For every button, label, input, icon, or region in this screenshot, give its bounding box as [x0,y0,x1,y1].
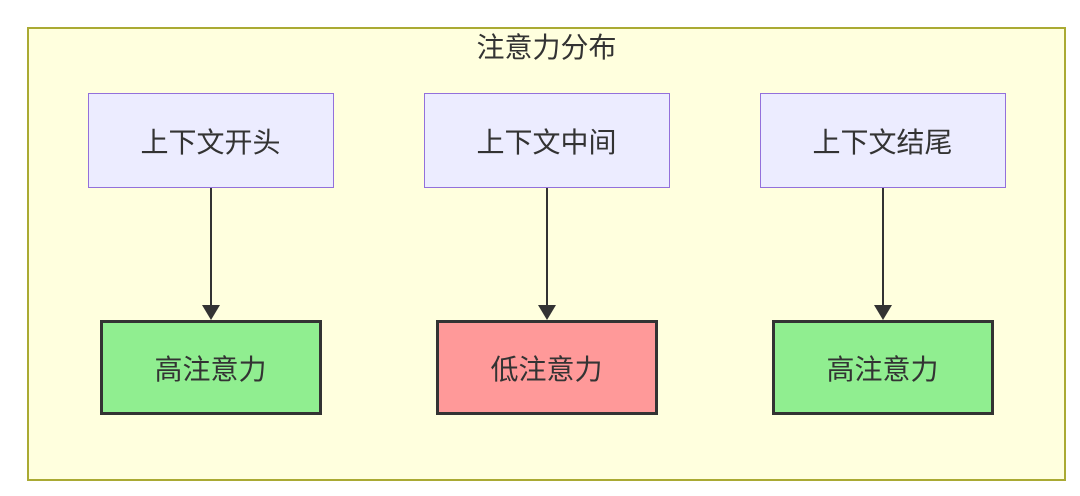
diagram-title: 注意力分布 [476,32,617,63]
node-context-end: 上下文结尾 [759,93,1006,188]
flow-column-middle: 上下文中间 低注意力 [423,93,670,415]
flow-column-end: 上下文结尾 高注意力 [759,93,1006,415]
arrowhead-icon [537,305,556,320]
arrowhead-icon [201,305,220,320]
node-high-attention-left: 高注意力 [99,320,322,415]
node-high-attention-right: 高注意力 [771,320,994,415]
down-arrow [873,188,892,320]
down-arrow [537,188,556,320]
arrow-line [209,188,212,307]
attention-diagram-container: 注意力分布 上下文开头 高注意力 上下文中间 低注意力 上下文结尾 [27,27,1066,481]
diagram-columns: 上下文开头 高注意力 上下文中间 低注意力 上下文结尾 [29,93,1064,415]
arrow-line [545,188,548,307]
node-context-beginning: 上下文开头 [87,93,334,188]
node-low-attention-middle: 低注意力 [435,320,658,415]
down-arrow [201,188,220,320]
arrow-line [881,188,884,307]
flow-column-beginning: 上下文开头 高注意力 [87,93,334,415]
arrowhead-icon [873,305,892,320]
node-context-middle: 上下文中间 [423,93,670,188]
